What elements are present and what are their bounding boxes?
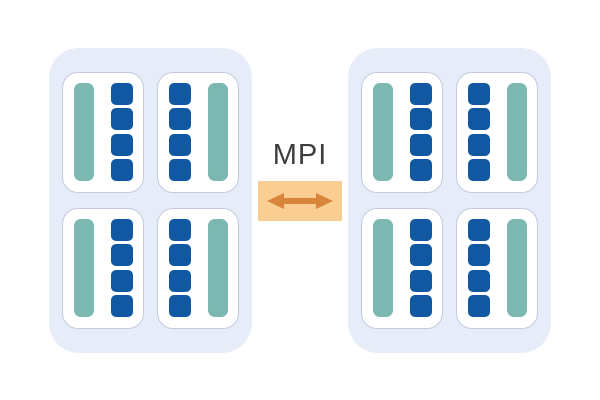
teal-bar [372, 219, 393, 317]
blue-square-stack [110, 219, 133, 317]
mpi-label: MPI [272, 139, 328, 171]
blue-square [409, 158, 432, 181]
teal-bar [207, 219, 228, 317]
device-card [62, 207, 144, 329]
teal-bar [506, 219, 527, 317]
blue-square [467, 294, 490, 317]
teal-bar [207, 83, 228, 181]
blue-square [409, 294, 432, 317]
blue-square [168, 158, 191, 181]
compute-node-left [49, 47, 252, 353]
blue-square [110, 269, 133, 292]
device-card [361, 207, 443, 329]
blue-square [409, 219, 432, 241]
blue-square [409, 269, 432, 292]
blue-square [467, 133, 490, 156]
blue-square-stack [467, 219, 490, 317]
blue-square [168, 269, 191, 292]
blue-square [409, 133, 432, 156]
blue-square [110, 219, 133, 241]
blue-square [110, 108, 133, 131]
blue-square-stack [467, 83, 490, 181]
blue-square [168, 244, 191, 267]
teal-bar [372, 83, 393, 181]
teal-bar [73, 219, 94, 317]
blue-square [110, 133, 133, 156]
device-card [157, 207, 239, 329]
blue-square [409, 108, 432, 131]
mpi-diagram: MPI [49, 47, 551, 353]
device-card [62, 71, 144, 193]
blue-square [110, 244, 133, 267]
blue-square [467, 269, 490, 292]
blue-square [168, 219, 191, 241]
blue-square [110, 158, 133, 181]
blue-square [467, 244, 490, 267]
blue-square [409, 83, 432, 105]
teal-bar [73, 83, 94, 181]
blue-square-stack [168, 219, 191, 317]
blue-square [467, 219, 490, 241]
blue-square [110, 294, 133, 317]
double-arrow-icon [267, 193, 333, 209]
blue-square [168, 294, 191, 317]
blue-square [409, 244, 432, 267]
blue-square [467, 158, 490, 181]
mpi-link-box [258, 181, 342, 221]
blue-square-stack [110, 83, 133, 181]
blue-square [168, 83, 191, 105]
device-card [456, 71, 538, 193]
mpi-link: MPI [252, 141, 348, 221]
device-card [456, 207, 538, 329]
device-card [361, 71, 443, 193]
compute-node-right [348, 47, 551, 353]
blue-square-stack [409, 219, 432, 317]
blue-square [168, 133, 191, 156]
blue-square-stack [168, 83, 191, 181]
blue-square [168, 108, 191, 131]
device-card [157, 71, 239, 193]
blue-square [110, 83, 133, 105]
teal-bar [506, 83, 527, 181]
blue-square-stack [409, 83, 432, 181]
blue-square [467, 83, 490, 105]
blue-square [467, 108, 490, 131]
